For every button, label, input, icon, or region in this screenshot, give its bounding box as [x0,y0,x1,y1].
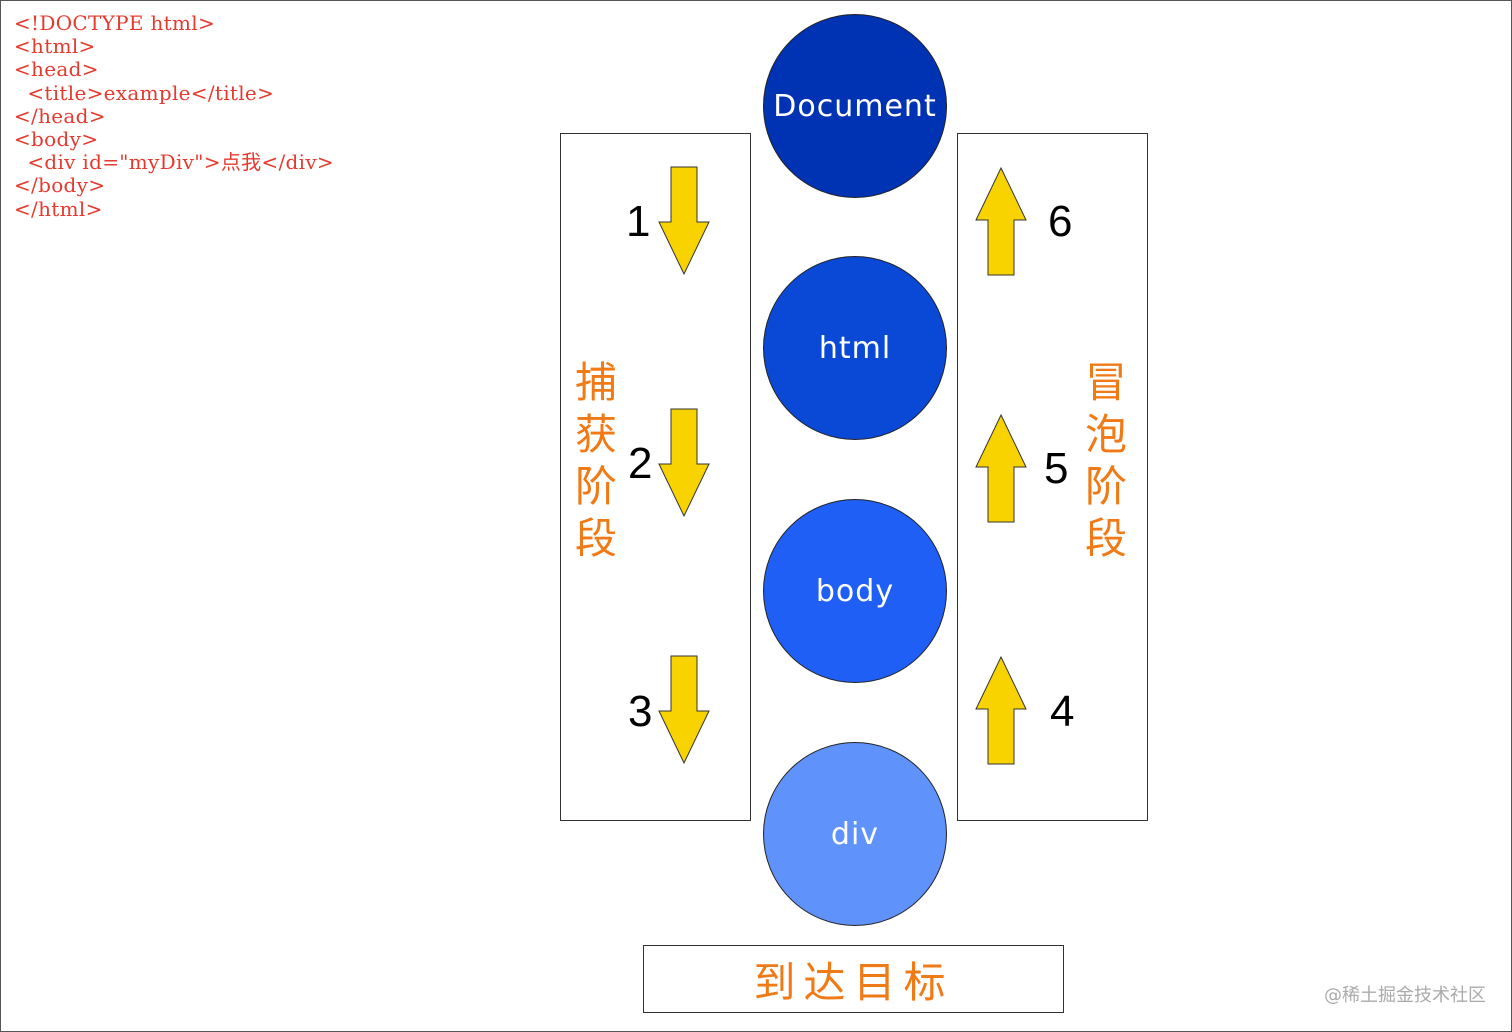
html-code-snippet: <!DOCTYPE html><html><head> <title>examp… [14,11,334,221]
capture-phase-panel [560,133,751,821]
code-line: <body> [14,126,99,151]
document-node: Document [763,14,947,198]
bubble-up-arrow-icon [975,655,1027,765]
capture-phase-char: 捕 [574,358,617,407]
capture-down-arrow-icon [658,408,710,518]
code-line: </body> [14,173,106,198]
bubble-phase-char: 阶 [1084,462,1127,511]
target-reached-box: 到达目标 [643,945,1064,1013]
bubble-step-number: 6 [1048,197,1073,246]
bubble-phase-char: 冒 [1084,358,1127,407]
capture-phase-char: 阶 [574,462,617,511]
code-line: <html> [14,34,96,59]
capture-down-arrow-icon [658,166,710,276]
bubble-up-arrow-icon [975,413,1027,523]
watermark: @稀土掘金技术社区 [1324,985,1486,1006]
code-line: <div id="myDiv">点我</div> [14,150,334,175]
bubble-phase-label: 冒 泡 阶 段 [1081,357,1131,565]
bubble-phase-char: 泡 [1084,410,1127,459]
capture-step-number: 1 [626,197,651,246]
bubble-step-number: 4 [1050,687,1075,736]
div-node: div [763,742,947,926]
html-node: html [763,256,947,440]
capture-step-number: 2 [628,439,653,488]
capture-phase-label: 捕 获 阶 段 [571,357,621,565]
bubble-phase-char: 段 [1084,514,1127,563]
code-line: <head> [14,57,99,82]
capture-down-arrow-icon [658,655,710,765]
code-line: </head> [14,103,106,128]
capture-phase-char: 获 [574,410,617,459]
bubble-up-arrow-icon [975,166,1027,276]
code-line: <!DOCTYPE html> [14,11,216,35]
target-label: 到达目标 [753,957,954,1007]
bubble-step-number: 5 [1044,444,1069,493]
capture-phase-char: 段 [574,514,617,563]
body-node: body [763,499,947,683]
code-line: <title>example</title> [14,80,275,105]
code-line: </html> [14,196,103,221]
capture-step-number: 3 [628,687,653,736]
